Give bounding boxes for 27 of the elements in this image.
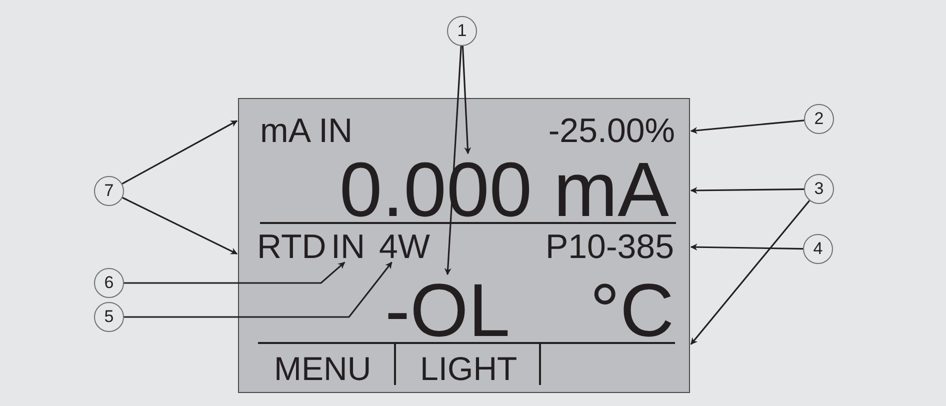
leader-arrow <box>122 196 238 255</box>
callout-number: 3 <box>804 174 834 204</box>
callout-number: 6 <box>94 268 124 298</box>
leader-arrow <box>690 244 804 251</box>
display-readout: IN <box>331 230 365 264</box>
display-readout: 4W <box>379 230 430 264</box>
display-readout: MENU <box>274 352 372 385</box>
display-readout: LIGHT <box>420 352 518 385</box>
display-readout: mA IN <box>260 114 353 148</box>
leader-arrow <box>690 200 810 345</box>
leader-arrow <box>690 120 804 134</box>
display-readout: P10-385 <box>545 230 674 264</box>
leader-arrow <box>462 46 472 154</box>
callout-number: 7 <box>94 176 124 206</box>
callout-number: 4 <box>803 234 833 264</box>
display-readout: RTD <box>257 230 326 264</box>
leader-arrow <box>690 186 804 194</box>
callout-number: 1 <box>447 16 477 46</box>
callout-number: 2 <box>804 104 834 134</box>
callout-number: 5 <box>94 302 124 332</box>
leader-arrow <box>124 262 392 318</box>
display-readout: -25.00% <box>548 114 675 148</box>
display-panel <box>238 98 690 393</box>
leader-arrow <box>124 262 346 284</box>
display-readout: -OL <box>385 273 510 348</box>
leader-arrow <box>122 120 238 184</box>
display-readout: °C <box>590 273 674 348</box>
